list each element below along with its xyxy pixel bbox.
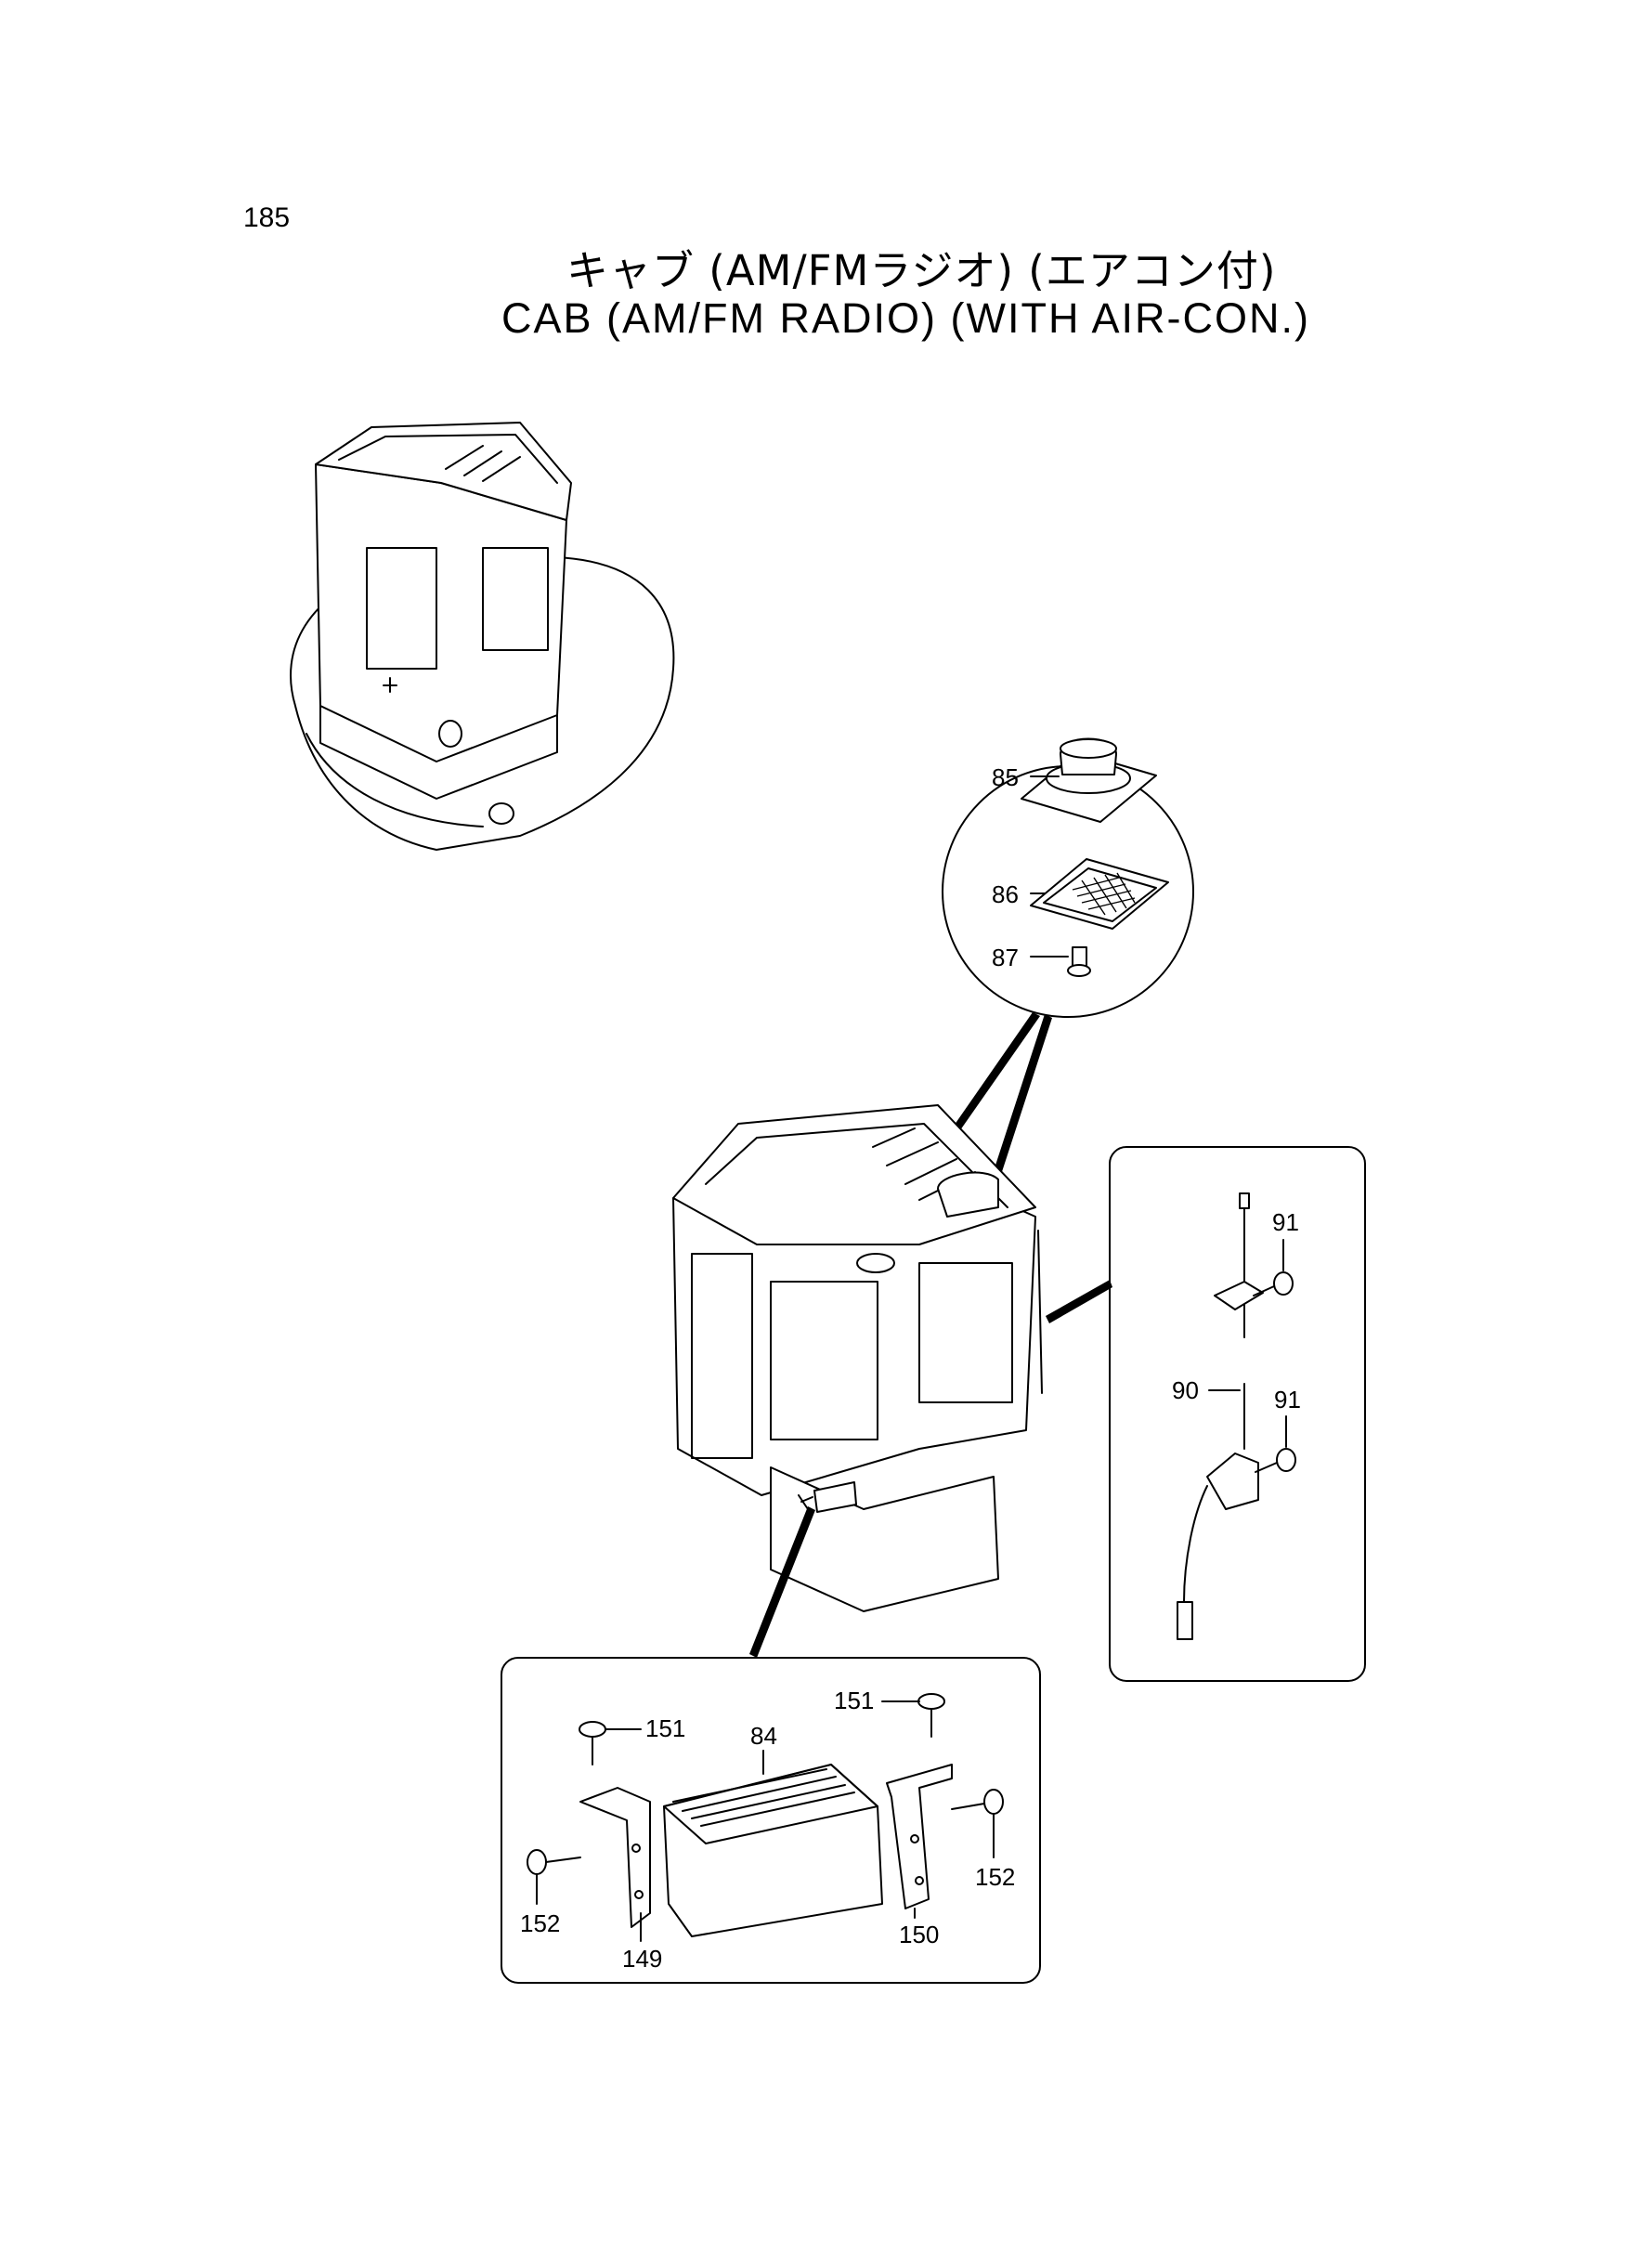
speaker-grille-86 [1030, 858, 1169, 930]
screw-91-upper [1253, 1271, 1294, 1296]
bracket-149 [579, 1787, 651, 1928]
screw-151-left [579, 1721, 606, 1765]
page-title-english: CAB (AM/FM RADIO) (WITH AIR-CON.) [501, 294, 1310, 342]
bracket-150 [886, 1764, 953, 1909]
page-number: 185 [243, 202, 291, 233]
radio-detail-view: 151 84 151 152 149 150 152 [501, 1657, 1041, 1984]
antenna-detail-view: 91 90 91 [1109, 1146, 1366, 1682]
callout-87: 87 [992, 944, 1019, 971]
callout-151-right: 151 [834, 1687, 874, 1714]
leader-antenna [1046, 1280, 1112, 1323]
callout-91-upper: 91 [1272, 1208, 1299, 1236]
leader-radio [749, 1506, 815, 1658]
callout-84: 84 [750, 1722, 777, 1750]
callout-91-lower: 91 [1274, 1386, 1301, 1414]
cab-speaker-location [856, 1253, 895, 1273]
callout-90: 90 [1172, 1376, 1199, 1404]
page-title-japanese: キャブ (AM/FMラジオ) (エアコン付) [566, 246, 1277, 295]
screw-152-left [527, 1849, 581, 1875]
screw-151-right [917, 1693, 945, 1738]
main-cab [672, 1104, 1043, 1612]
callout-151-left: 151 [645, 1714, 685, 1742]
callout-150: 150 [899, 1921, 939, 1948]
screw-91-lower [1255, 1448, 1296, 1473]
callout-86: 86 [992, 880, 1019, 908]
screw-152-right [951, 1789, 1004, 1815]
callout-149: 149 [622, 1945, 662, 1973]
cab-radio-location [813, 1481, 857, 1513]
overview-excavator-cab [290, 422, 675, 851]
callout-152-right: 152 [975, 1863, 1015, 1891]
callout-85: 85 [992, 763, 1019, 791]
callout-152-left: 152 [520, 1909, 560, 1937]
antenna-base-90 [1206, 1453, 1259, 1510]
screw-87 [1067, 946, 1091, 977]
speaker-detail-view: 85 86 87 [942, 737, 1194, 1018]
